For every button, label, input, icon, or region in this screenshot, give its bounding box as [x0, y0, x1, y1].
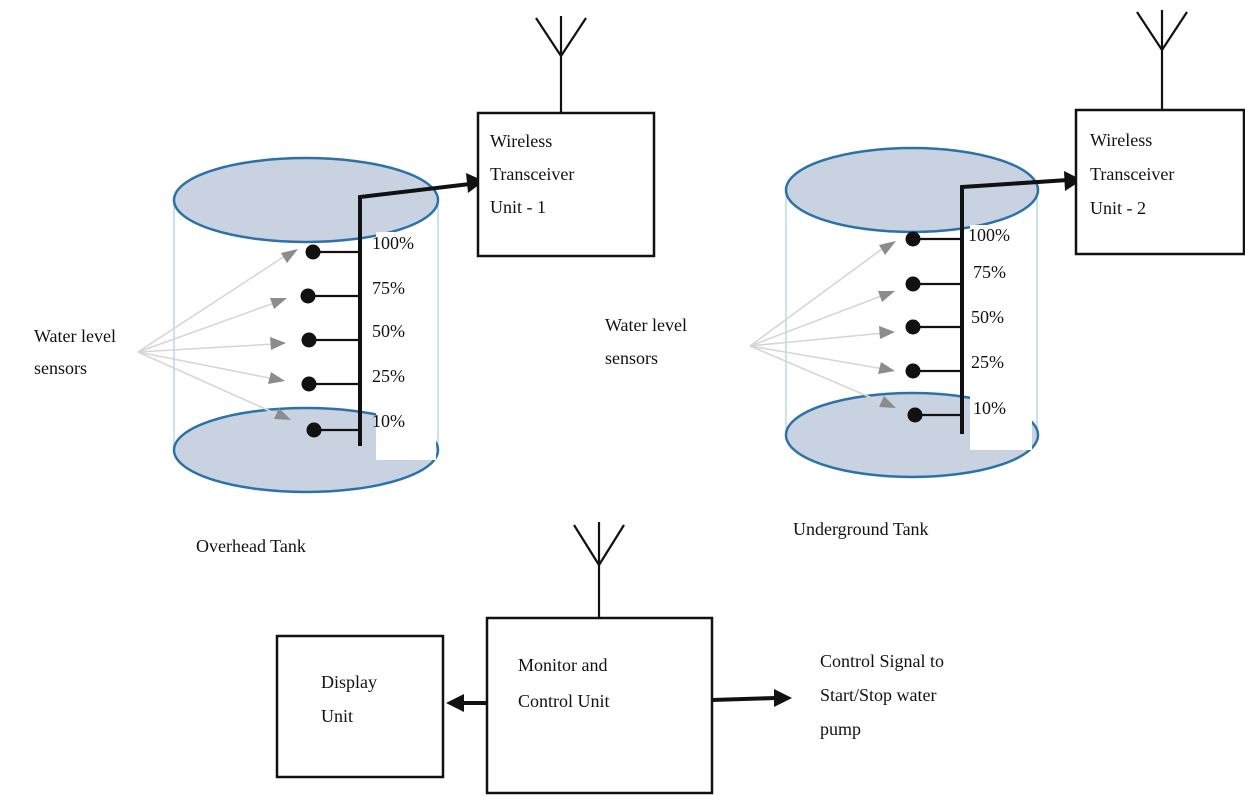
transceiver-label-line2: Transceiver — [1090, 164, 1174, 184]
sensors-label-line1: Water level — [605, 315, 687, 335]
sensor-level-100: 100% — [305, 233, 414, 260]
monitor-box — [485, 616, 714, 795]
overhead-tank — [172, 156, 440, 494]
sensor-level-75: 75% — [905, 262, 1006, 292]
transceiver-box — [1074, 108, 1245, 256]
sensor-level-50: 50% — [301, 321, 405, 348]
arrow-head — [466, 173, 484, 193]
label-mask — [376, 232, 436, 460]
level-label: 100% — [372, 233, 414, 253]
transceiver-label-line1: Wireless — [1090, 130, 1152, 150]
sensor-dot — [905, 276, 921, 292]
signal-line — [358, 182, 471, 446]
label-mask — [970, 225, 1032, 450]
sensor-dot — [301, 332, 317, 348]
sensor-level-25: 25% — [905, 352, 1004, 379]
control-signal-label-line2: Start/Stop water — [820, 685, 936, 705]
transceiver-label-line2: Transceiver — [490, 164, 574, 184]
level-label: 75% — [372, 278, 405, 298]
sensor-level-10: 10% — [306, 411, 405, 438]
sensor-level-10: 10% — [907, 398, 1006, 423]
sensor-dot — [907, 407, 923, 423]
display-unit: Display Unit — [275, 634, 445, 779]
transceiver-box — [476, 111, 656, 258]
sensor-dot — [300, 288, 316, 304]
wireless-transceiver-unit-2: Wireless Transceiver Unit - 2 — [1074, 10, 1245, 256]
sensors-label-line2: sensors — [34, 358, 87, 378]
sensor-probe: 100% 75% 50% 25% 10% — [905, 171, 1082, 450]
tank-top — [784, 146, 1040, 234]
sensor-level-25: 25% — [301, 366, 405, 392]
level-label: 10% — [973, 398, 1006, 418]
sensors-label-line1: Water level — [34, 326, 116, 346]
display-label-line1: Display — [321, 672, 377, 692]
arrow-head — [1064, 171, 1082, 191]
display-box — [275, 634, 445, 779]
tank-bottom — [172, 406, 440, 494]
transceiver-label-line1: Wireless — [490, 131, 552, 151]
sensor-dot — [301, 376, 317, 392]
wireless-transceiver-unit-1: Wireless Transceiver Unit - 1 — [476, 16, 656, 258]
overhead-tank-group: 100% 75% 50% 25% 10% — [34, 16, 656, 556]
sensor-dot — [905, 231, 921, 247]
level-label: 25% — [372, 366, 405, 386]
tank-top — [172, 156, 440, 244]
sensor-pointers — [749, 241, 896, 408]
level-label: 50% — [372, 321, 405, 341]
sensors-label-line2: sensors — [605, 348, 658, 368]
level-label: 10% — [372, 411, 405, 431]
tank-label: Underground Tank — [793, 519, 929, 539]
sensor-level-100: 100% — [905, 225, 1010, 247]
sensor-level-50: 50% — [905, 307, 1004, 335]
tank-label: Overhead Tank — [196, 536, 306, 556]
control-signal-label-line1: Control Signal to — [820, 651, 944, 671]
control-signal-label-line3: pump — [820, 719, 861, 739]
sensor-dot — [305, 244, 321, 260]
sensor-probe: 100% 75% 50% 25% 10% — [300, 173, 484, 460]
monitor-label-line2: Control Unit — [518, 691, 610, 711]
sensor-level-75: 75% — [300, 278, 405, 304]
sensor-pointers — [137, 249, 298, 420]
level-label: 25% — [971, 352, 1004, 372]
underground-tank-group: 100% 75% 50% 25% 10% — [605, 10, 1245, 539]
level-label: 100% — [968, 225, 1010, 245]
sensor-dot — [306, 422, 322, 438]
transceiver-label-line3: Unit - 2 — [1090, 198, 1146, 218]
monitor-control-unit: Monitor and Control Unit — [485, 522, 714, 795]
display-arrow — [446, 694, 487, 712]
level-label: 75% — [973, 262, 1006, 282]
display-label-line2: Unit — [321, 706, 353, 726]
monitor-label-line1: Monitor and — [518, 655, 608, 675]
signal-line — [960, 178, 1069, 434]
sensor-dot — [905, 319, 921, 335]
transceiver-label-line3: Unit - 1 — [490, 197, 546, 217]
sensor-dot — [905, 363, 921, 379]
control-signal-arrow — [711, 689, 792, 707]
level-label: 50% — [971, 307, 1004, 327]
